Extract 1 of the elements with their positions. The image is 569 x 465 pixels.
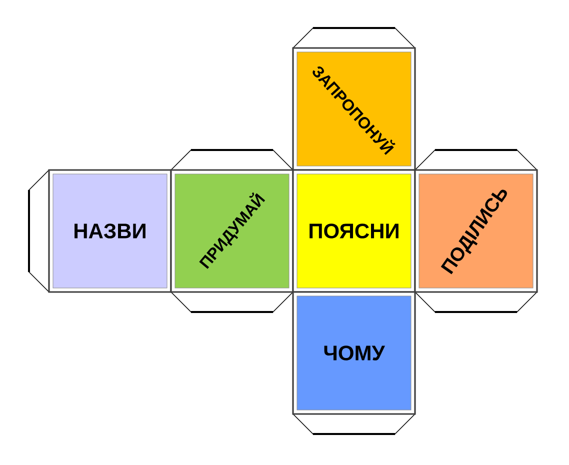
cube-face: ПОЯСНИ bbox=[292, 169, 416, 293]
